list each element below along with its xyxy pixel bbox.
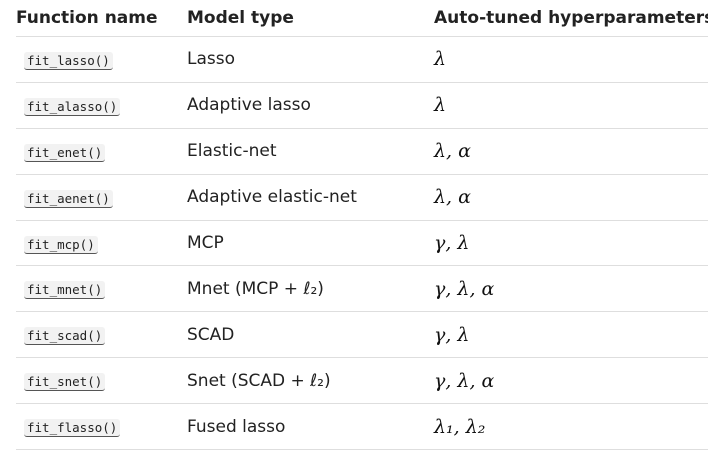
hyperparameters: γ, λ, α [426,265,708,313]
function-name: fit_snet() [24,373,106,392]
table-row: fit_mnet() Mnet (MCP + ℓ₂) γ, λ, α [16,265,708,313]
model-type: Fused lasso [179,403,426,451]
function-name: fit_lasso() [24,51,113,70]
table-row: fit_enet() Elastic-net λ, α [16,128,708,175]
hyperparameters: λ, α [426,174,708,221]
function-name: fit_enet() [24,143,106,162]
model-type: MCP [179,220,426,267]
function-name: fit_mnet() [24,281,106,300]
table-row: fit_alasso() Adaptive lasso λ [16,82,708,129]
model-type: Mnet (MCP + ℓ₂) [179,265,426,313]
function-name: fit_flasso() [24,419,121,438]
function-name: fit_scad() [24,327,106,346]
function-name: fit_alasso() [24,97,121,116]
hyperparameters: γ, λ [426,311,708,359]
header-model-type: Model type [179,0,426,37]
hyperparameters: γ, λ [426,220,708,267]
model-type: Snet (SCAD + ℓ₂) [179,357,426,405]
hyperparameters: γ, λ, α [426,357,708,405]
hyperparameters: λ [426,82,708,129]
hyperparameters: λ [426,36,708,83]
table-header-row: Function name Model type Auto-tuned hype… [16,0,708,37]
model-type: Adaptive elastic-net [179,174,426,221]
table-row: fit_lasso() Lasso λ [16,36,708,83]
hyperparameter-table: Function name Model type Auto-tuned hype… [16,0,708,451]
header-function-name: Function name [16,0,179,37]
model-type: SCAD [179,311,426,359]
model-type: Adaptive lasso [179,82,426,129]
hyperparameters: λ, α [426,128,708,175]
hyperparameters: λ₁, λ₂ [426,403,708,451]
function-name: fit_aenet() [24,189,113,208]
function-name: fit_mcp() [24,235,98,254]
table-row: fit_aenet() Adaptive elastic-net λ, α [16,174,708,221]
table-row: fit_scad() SCAD γ, λ [16,311,708,359]
header-auto-tuned-hyperparameters: Auto-tuned hyperparameters [426,0,708,37]
table-row: fit_snet() Snet (SCAD + ℓ₂) γ, λ, α [16,357,708,405]
table-row: fit_flasso() Fused lasso λ₁, λ₂ [16,403,708,451]
table-row: fit_mcp() MCP γ, λ [16,220,708,267]
model-type: Lasso [179,36,426,83]
model-type: Elastic-net [179,128,426,175]
